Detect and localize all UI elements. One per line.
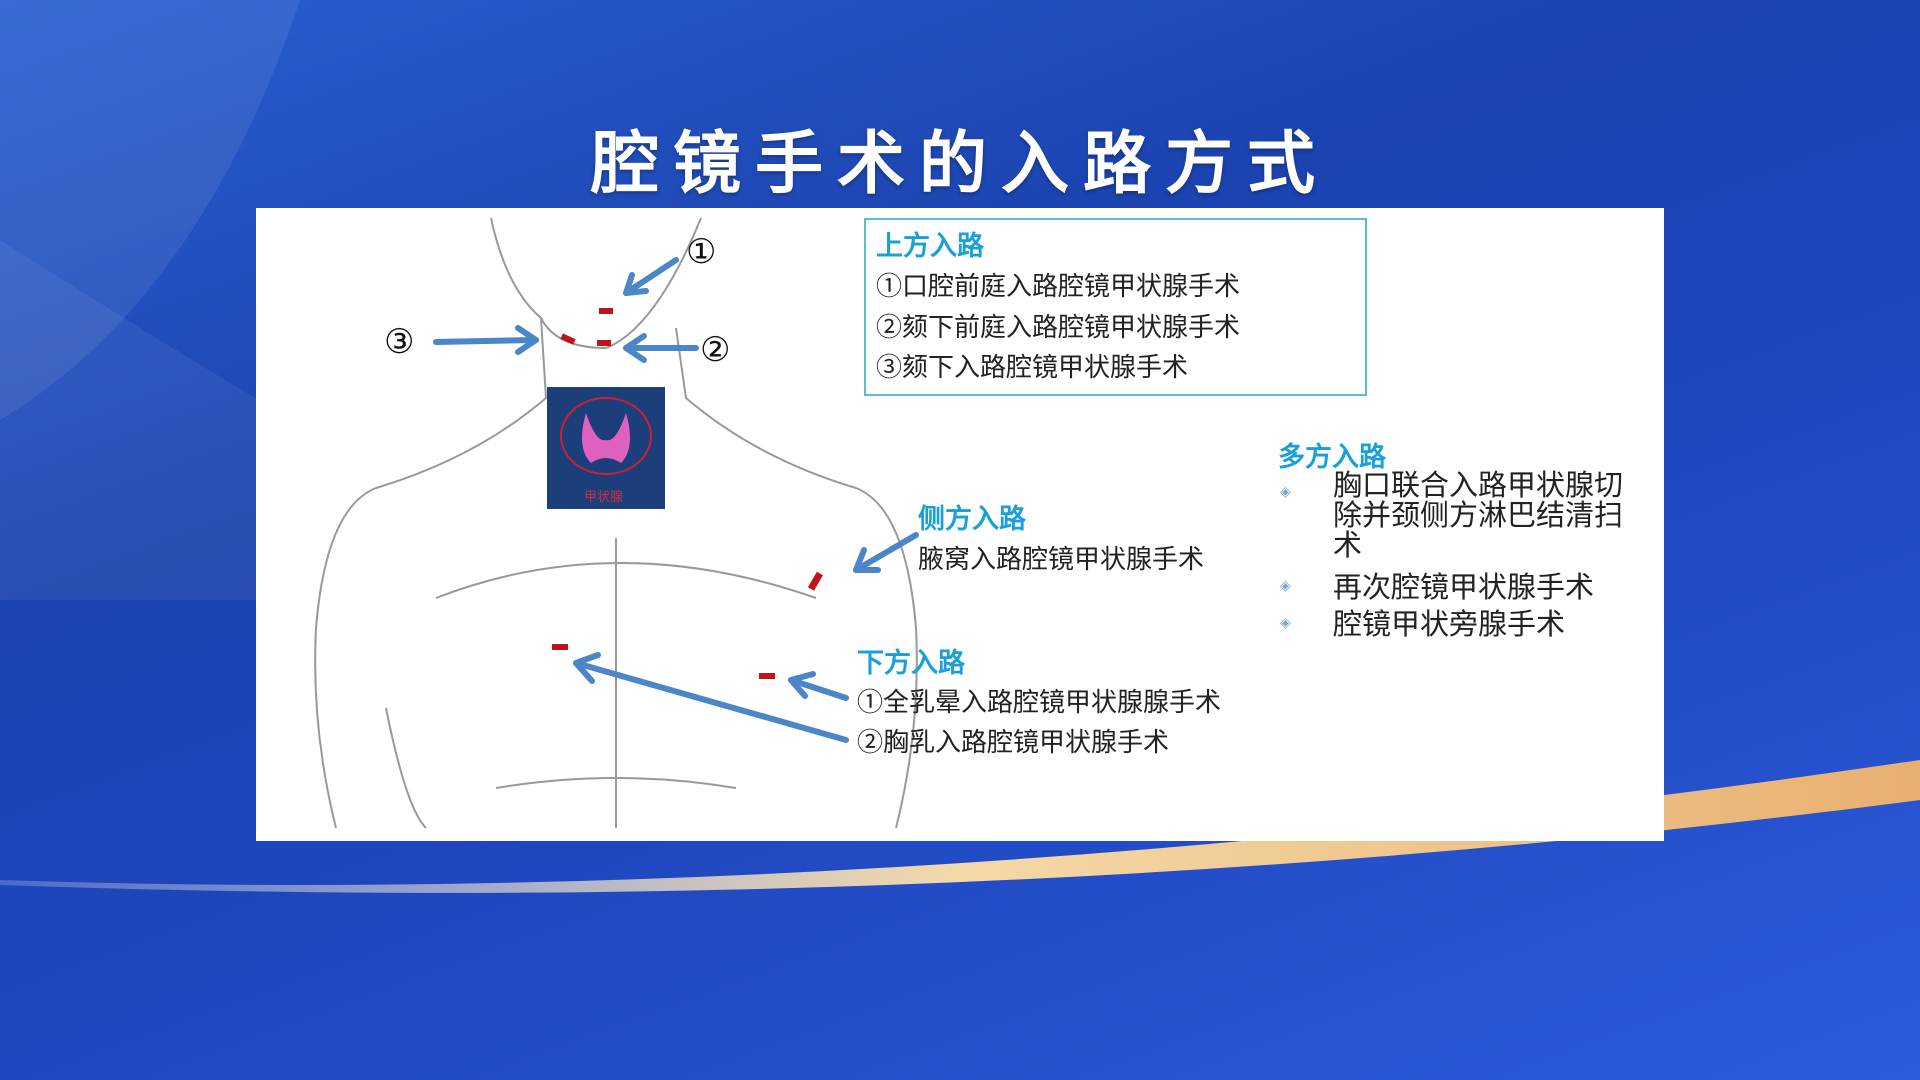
thyroid-icon	[582, 413, 630, 463]
upper-item: ③颏下入路腔镜甲状腺手术	[876, 353, 1189, 383]
upper-item: ①口腔前庭入路腔镜甲状腺手术	[876, 272, 1241, 302]
upper-heading: 上方入路	[876, 231, 984, 262]
bullet-icon: ◈	[1280, 578, 1291, 594]
upper-item: ②颏下前庭入路腔镜甲状腺手术	[876, 313, 1241, 343]
lower-heading: 下方入路	[857, 648, 965, 679]
multi-item: 胸口联合入路甲状腺切除并颈侧方淋巴结清扫术	[1333, 468, 1624, 562]
lateral-item: 腋窝入路腔镜甲状腺手术	[918, 545, 1205, 575]
upper-approach-box	[864, 218, 1367, 396]
body-illustration	[314, 217, 919, 829]
marker-two: ②	[700, 330, 731, 370]
arrows	[433, 257, 919, 743]
page-title: 腔镜手术的入路方式	[590, 125, 1329, 204]
marker-three: ③	[384, 322, 415, 362]
multi-item: 腔镜甲状旁腺手术	[1333, 607, 1566, 641]
incision-marks	[552, 308, 823, 679]
marker-one: ①	[686, 232, 717, 272]
bullet-icon: ◈	[1280, 484, 1291, 500]
multi-heading: 多方入路	[1278, 442, 1386, 473]
content-panel	[256, 208, 1664, 841]
bullet-icon: ◈	[1280, 615, 1291, 631]
lower-item: ①全乳晕入路腔镜甲状腺腺手术	[857, 688, 1222, 718]
lower-item: ②胸乳入路腔镜甲状腺手术	[857, 728, 1170, 758]
lateral-heading: 侧方入路	[918, 504, 1026, 535]
multi-item: 再次腔镜甲状腺手术	[1333, 570, 1595, 604]
thyroid-label: 甲状腺	[584, 490, 624, 505]
